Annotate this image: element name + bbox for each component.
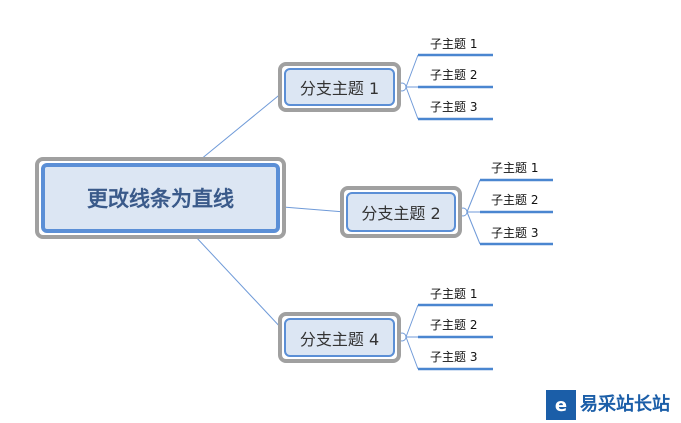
branch-topic-4[interactable]: 分支主题 4 xyxy=(278,312,401,363)
branch-1-children-connectors xyxy=(405,54,419,120)
branch-topic-2[interactable]: 分支主题 2 xyxy=(340,186,462,238)
central-topic[interactable]: 更改线条为直线 xyxy=(35,157,286,239)
watermark: e 易采站长站 xyxy=(546,390,670,420)
branch-topic-1[interactable]: 分支主题 1 xyxy=(278,62,401,112)
subtopic[interactable]: 子主题 3 xyxy=(430,350,478,364)
watermark-text: 易采站长站 xyxy=(580,394,670,415)
branch-topic-label: 分支主题 2 xyxy=(346,192,456,232)
subtopic[interactable]: 子主题 2 xyxy=(491,193,539,207)
subtopic[interactable]: 子主题 3 xyxy=(491,226,539,240)
watermark-logo-icon: e xyxy=(546,390,576,420)
subtopic[interactable]: 子主题 3 xyxy=(430,100,478,114)
branch-topic-label: 分支主题 1 xyxy=(284,68,395,106)
branch-topic-label: 分支主题 4 xyxy=(284,318,395,357)
branch-4-children-connectors xyxy=(405,304,419,370)
central-topic-label: 更改线条为直线 xyxy=(41,163,280,233)
branch-2-children-connectors xyxy=(466,179,481,245)
connector-branch-4 xyxy=(194,235,284,331)
subtopic[interactable]: 子主题 2 xyxy=(430,318,478,332)
subtopic[interactable]: 子主题 2 xyxy=(430,68,478,82)
subtopic[interactable]: 子主题 1 xyxy=(430,287,478,301)
connector-branch-1 xyxy=(199,91,284,161)
subtopic[interactable]: 子主题 1 xyxy=(491,161,539,175)
subtopic[interactable]: 子主题 1 xyxy=(430,37,478,51)
connector-branch-2 xyxy=(282,206,346,213)
